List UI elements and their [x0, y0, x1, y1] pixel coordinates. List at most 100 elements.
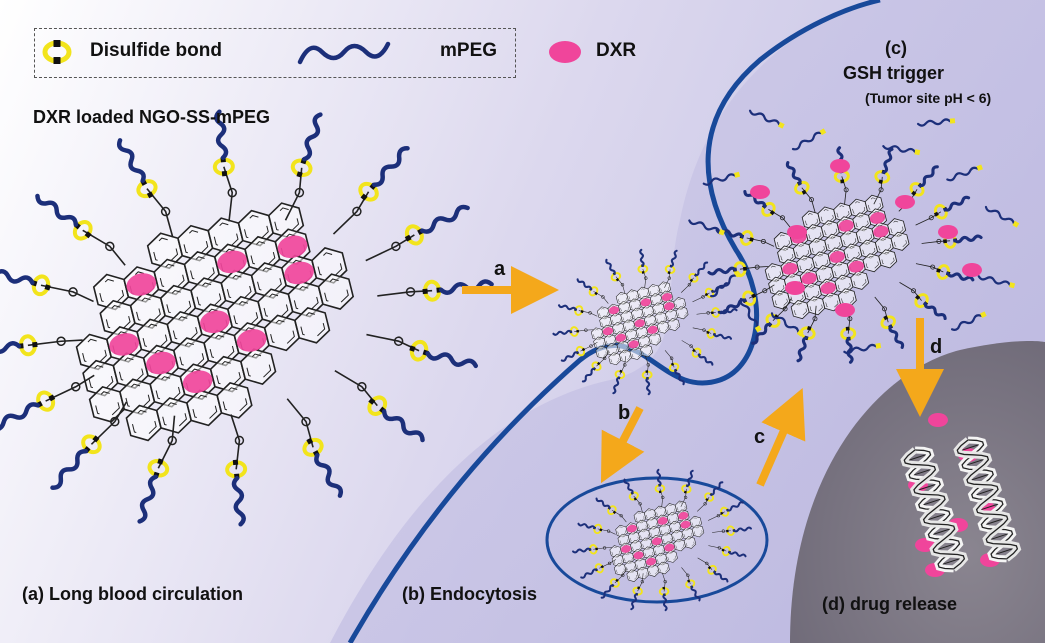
mpeg-chain — [639, 248, 645, 267]
mpeg-chain — [796, 336, 808, 363]
legend-dxr-label: DXR — [596, 40, 637, 61]
mpeg-chain — [713, 333, 733, 340]
dxr-molecule — [200, 310, 230, 334]
dxr-molecule — [938, 225, 958, 239]
trigger-subtitle: (Tumor site pH < 6) — [865, 90, 992, 106]
linker — [82, 229, 126, 266]
complex-title: DXR loaded NGO-SS-mPEG — [33, 107, 271, 127]
oxygen-atom — [301, 416, 311, 427]
oxygen-atom — [683, 495, 688, 499]
free-mpeg-chain — [977, 275, 1016, 289]
mpeg-chain — [50, 448, 88, 490]
oxygen-atom — [619, 514, 623, 518]
dxr-molecule — [835, 303, 855, 317]
oxygen-atom — [882, 306, 887, 312]
mpeg-chain — [943, 195, 971, 212]
dxr-molecule — [678, 511, 689, 520]
arrow-d-label: d — [930, 336, 943, 358]
dxr-molecule — [651, 537, 662, 546]
mpeg-chain — [726, 501, 744, 512]
legend-disulfide-label: Disulfide bond — [90, 40, 222, 61]
mpeg-chain — [946, 271, 975, 282]
mpeg-chain — [0, 402, 40, 432]
oxygen-atom — [780, 215, 785, 221]
mpeg-chain — [953, 234, 983, 244]
dxr-molecule — [182, 370, 213, 393]
mpeg-chain — [711, 282, 730, 293]
free-mpeg-chain — [882, 145, 921, 156]
mpeg-chain — [697, 353, 714, 366]
dxr-molecule — [634, 319, 645, 328]
oxygen-atom — [352, 206, 362, 217]
dxr-molecule — [236, 329, 267, 352]
mpeg-chain — [728, 550, 747, 558]
mpeg-chain — [0, 341, 22, 357]
dxr-molecule — [608, 306, 620, 315]
cell-membrane — [347, 0, 881, 643]
dxr-molecule — [848, 260, 864, 273]
oxygen-atom — [71, 382, 81, 392]
legend-icons — [42, 40, 581, 65]
free-mpeg-chain — [916, 118, 956, 127]
oxygen-atom — [640, 580, 644, 584]
dxr-molecule — [645, 557, 657, 566]
dxr-molecule — [615, 333, 626, 342]
oxygen-atom — [667, 276, 671, 280]
mpeg-chain — [686, 469, 694, 488]
graphene-oxide-sheet — [707, 146, 983, 364]
dxr-molecule — [647, 325, 658, 334]
mpeg-chain — [137, 474, 158, 524]
dxr-molecule — [628, 340, 639, 349]
dxr-molecule — [869, 212, 886, 224]
mpeg-chain — [0, 267, 35, 285]
step-a-label: (a) Long blood circulation — [22, 584, 243, 604]
mpeg-chain — [595, 497, 611, 510]
mpeg-chain — [707, 266, 737, 276]
oxygen-atom — [357, 381, 367, 392]
dxr-molecule — [750, 185, 770, 199]
oxygen-atom — [607, 561, 612, 565]
dxr-molecule — [680, 520, 691, 529]
free-mpeg-chain — [791, 128, 827, 151]
free-mpeg-chain — [702, 171, 741, 186]
dxr-molecule — [820, 282, 836, 294]
mpeg-chain — [581, 367, 596, 383]
free-mpeg-chain — [770, 312, 804, 337]
oxygen-atom — [405, 287, 416, 297]
oxygen-atom — [760, 238, 766, 244]
oxygen-atom — [703, 502, 707, 506]
mpeg-chain — [710, 481, 724, 496]
free-mpeg-chain — [748, 109, 785, 129]
oxygen-atom — [110, 416, 120, 427]
mpeg-chain — [557, 304, 577, 311]
oxygen-atom — [689, 344, 693, 348]
ngo-complex-endocytosed — [552, 248, 738, 396]
dxr-molecule — [657, 517, 668, 525]
dxr-molecule — [109, 333, 139, 356]
mpeg-chain — [845, 336, 854, 364]
linker — [45, 374, 95, 402]
mpeg-chain — [612, 376, 621, 395]
oxygen-atom — [705, 561, 709, 565]
mpeg-chain — [669, 249, 678, 268]
mpeg-chain — [732, 526, 752, 533]
oxygen-atom — [812, 316, 818, 322]
dxr-molecule — [873, 225, 889, 238]
mpeg-icon — [297, 41, 391, 65]
oxygen-atom — [589, 344, 593, 348]
mpeg-chain — [214, 109, 229, 160]
mpeg-chain — [888, 324, 905, 349]
free-mpeg-chain — [688, 219, 725, 236]
oxygen-atom — [588, 311, 592, 315]
oxygen-atom — [809, 197, 814, 203]
oxygen-atom — [716, 514, 721, 518]
dxr-molecule — [782, 262, 798, 275]
dna-helix — [900, 446, 969, 573]
dxr-icon — [549, 41, 581, 63]
dxr-molecule — [785, 281, 805, 295]
graphene-oxide-sheet — [552, 248, 738, 396]
oxygen-atom — [663, 580, 667, 584]
dxr-molecule — [661, 293, 673, 302]
oxygen-atom — [669, 356, 674, 360]
